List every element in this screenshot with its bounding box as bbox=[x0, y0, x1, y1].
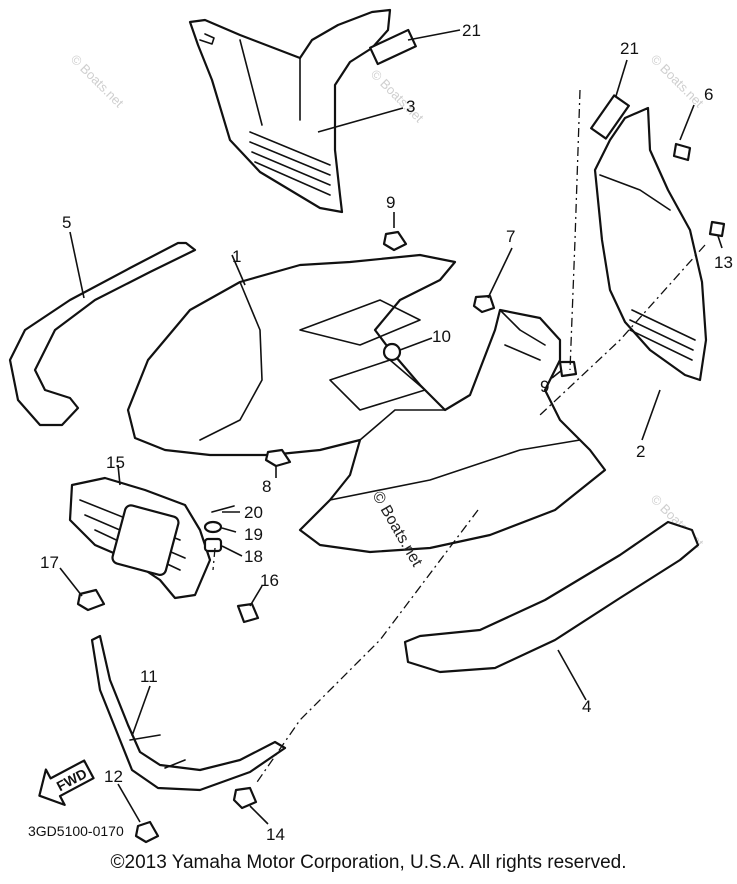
part-21-pad-right bbox=[590, 94, 630, 140]
copyright-notice: ©2013 Yamaha Motor Corporation, U.S.A. A… bbox=[110, 852, 627, 873]
part-17-bolt bbox=[76, 588, 106, 612]
part-18-nut bbox=[203, 537, 223, 553]
watermark-3: © Boats.net bbox=[648, 52, 707, 111]
label-part-21-left: 21 bbox=[462, 21, 481, 40]
label-part-2: 2 bbox=[636, 442, 645, 461]
label-part-17: 17 bbox=[40, 553, 59, 572]
part-5-left-trim bbox=[8, 241, 197, 427]
label-part-9-upper: 9 bbox=[386, 193, 395, 212]
label-part-13: 13 bbox=[714, 253, 733, 272]
part-15-front-guard bbox=[68, 476, 212, 600]
label-part-14: 14 bbox=[266, 825, 285, 844]
part-19-washer bbox=[203, 520, 223, 534]
label-part-19: 19 bbox=[244, 525, 263, 544]
part-4-right-trim bbox=[403, 520, 700, 674]
part-20-pin bbox=[211, 505, 235, 513]
label-part-5: 5 bbox=[62, 213, 71, 232]
label-part-1: 1 bbox=[232, 247, 241, 266]
label-part-4: 4 bbox=[582, 697, 591, 716]
watermark-2: © Boats.net bbox=[368, 67, 427, 126]
leader-lines bbox=[59, 29, 723, 825]
label-part-15: 15 bbox=[106, 453, 125, 472]
label-part-7: 7 bbox=[506, 227, 515, 246]
reference-lines bbox=[212, 89, 706, 786]
part-2-right-side-panel bbox=[590, 94, 726, 382]
part-16-bolt bbox=[236, 602, 260, 624]
part-21-pad-left bbox=[369, 28, 417, 66]
part-3-left-side-panel bbox=[188, 8, 417, 214]
label-part-10: 10 bbox=[432, 327, 451, 346]
label-part-6: 6 bbox=[704, 85, 713, 104]
part-12-bolt bbox=[134, 820, 160, 844]
part-13-bolt bbox=[708, 220, 726, 238]
part-9-bolt-upper bbox=[382, 230, 408, 252]
label-part-18: 18 bbox=[244, 547, 263, 566]
part-14-nut bbox=[232, 786, 258, 810]
label-part-9-lower: 9 bbox=[540, 377, 549, 396]
label-part-3: 3 bbox=[406, 97, 415, 116]
part-1-front-fender bbox=[126, 253, 607, 554]
label-part-16: 16 bbox=[260, 571, 279, 590]
part-8-bolt bbox=[264, 448, 292, 468]
label-part-11: 11 bbox=[140, 667, 158, 686]
part-6-bolt bbox=[672, 142, 692, 162]
part-labels: 1 2 3 4 5 6 7 8 9 9 10 11 12 13 14 15 16… bbox=[40, 21, 733, 844]
part-7-grommet bbox=[472, 294, 496, 314]
label-part-12: 12 bbox=[104, 767, 123, 786]
watermark-1: © Boats.net bbox=[68, 52, 127, 111]
label-part-8: 8 bbox=[262, 477, 271, 496]
label-part-21-right: 21 bbox=[620, 39, 639, 58]
part-9-bolt-lower bbox=[558, 360, 578, 378]
label-part-20: 20 bbox=[244, 503, 263, 522]
part-10-grommet bbox=[382, 342, 402, 362]
fwd-arrow-icon: FWD bbox=[38, 759, 95, 806]
drawing-code: 3GD5100-0170 bbox=[28, 823, 124, 839]
part-11-stay bbox=[90, 634, 287, 792]
hardware bbox=[76, 230, 578, 844]
